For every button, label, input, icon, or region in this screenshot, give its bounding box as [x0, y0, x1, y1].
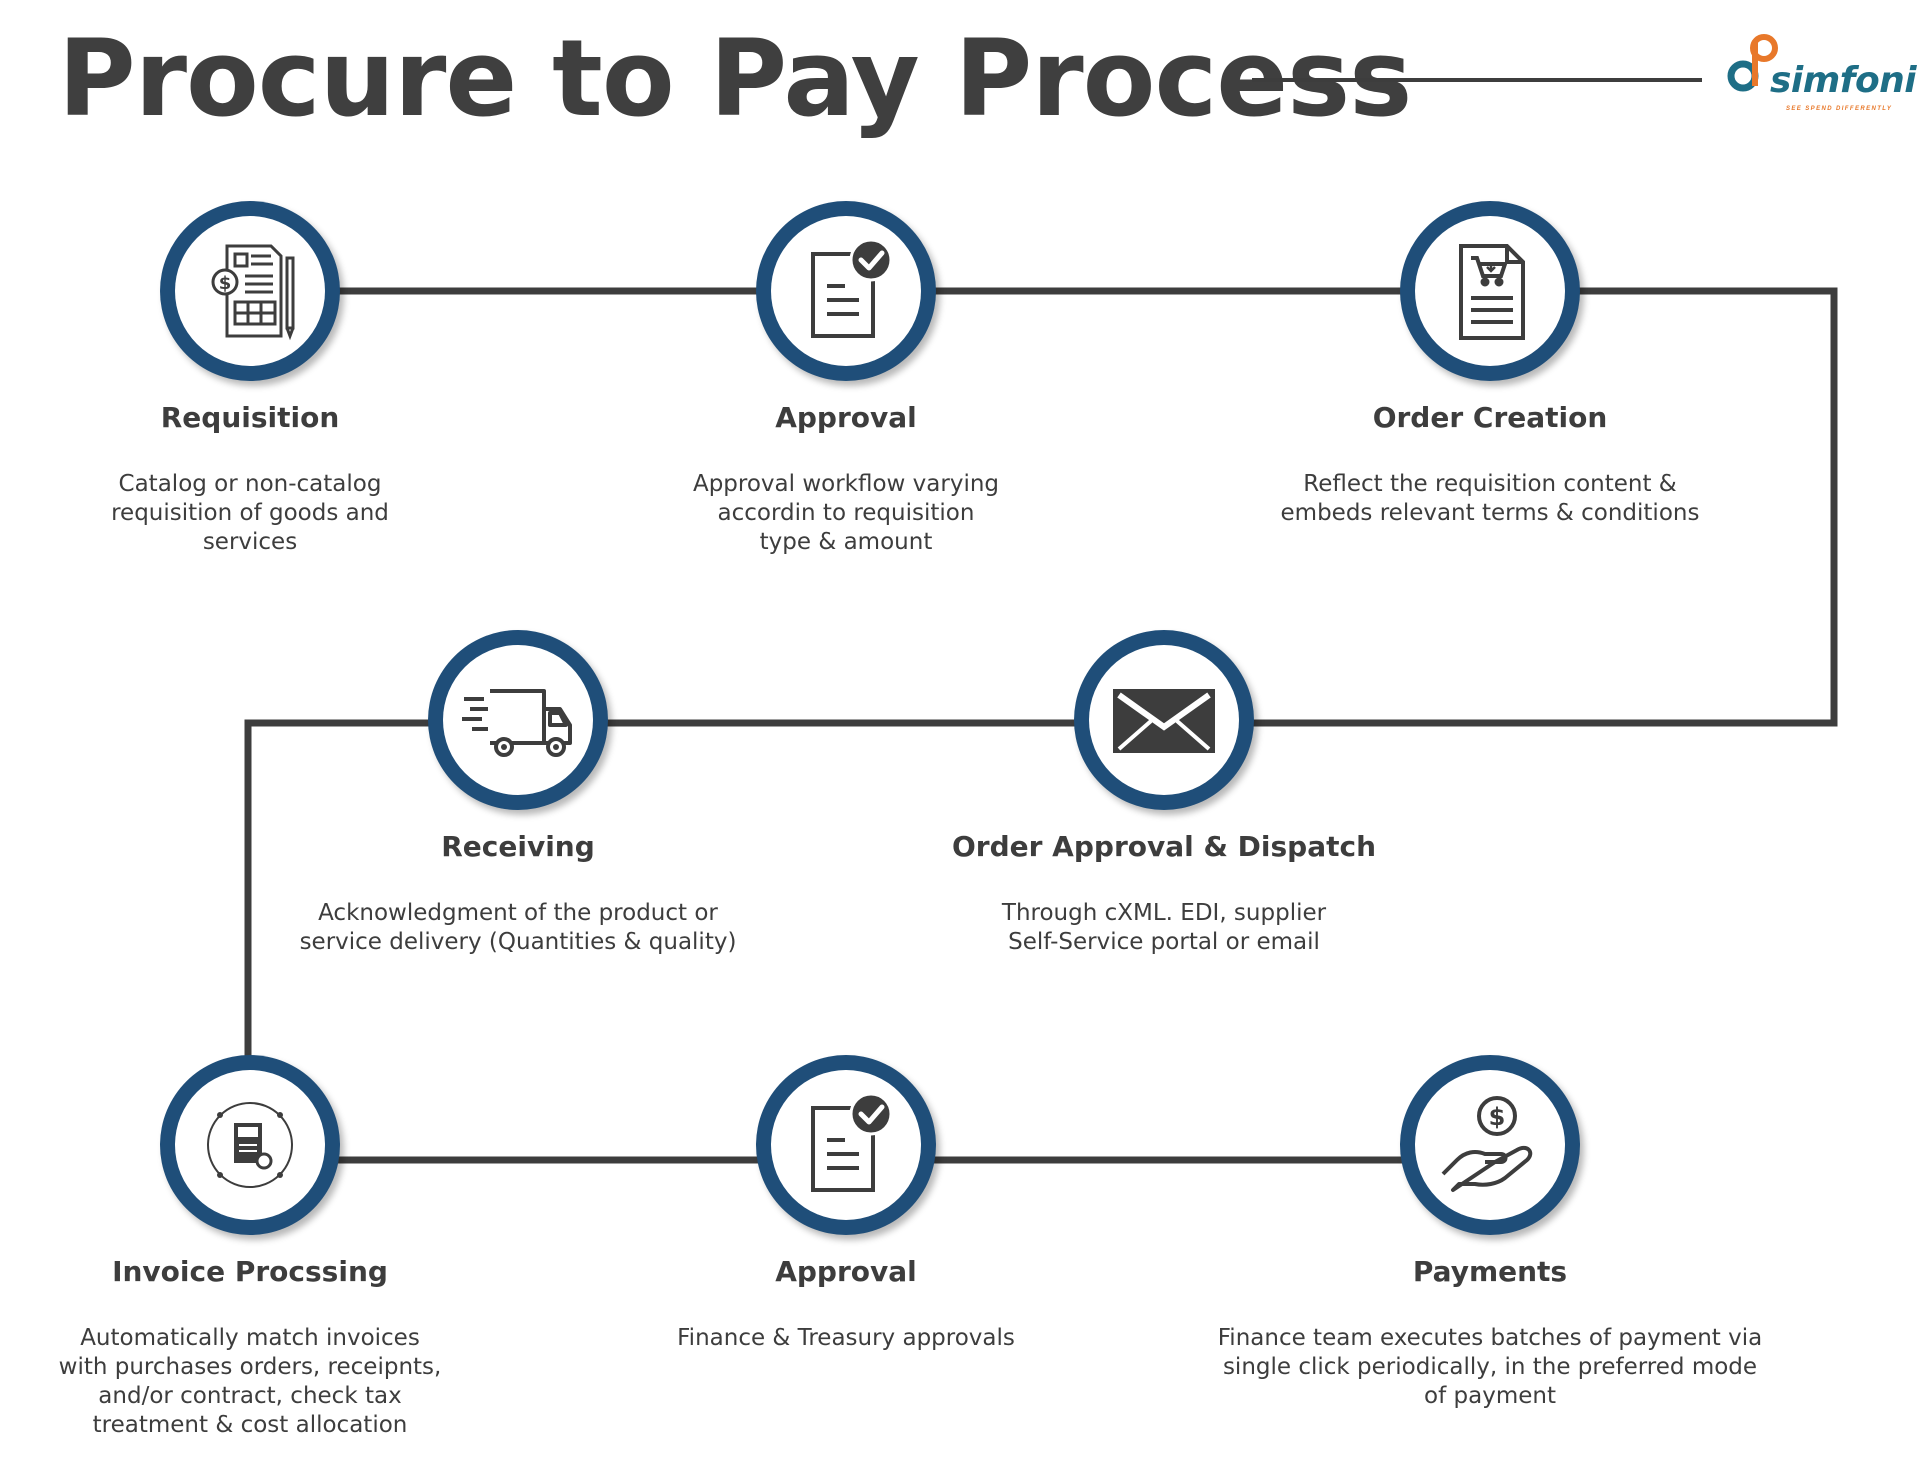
step-title-order-approval-dispatch: Order Approval & Dispatch [951, 830, 1377, 863]
approval-checklist-icon [811, 238, 893, 338]
step-node-order-creation [1400, 201, 1580, 381]
step-title-receiving: Receiving [441, 830, 595, 863]
step-description-requisition: Catalog or non-catalog requisition of go… [111, 471, 389, 555]
step-node-invoice-processing [160, 1055, 340, 1235]
step-description-approval-1: Approval workflow varying accordin to re… [692, 471, 1000, 555]
step-node-approval-1 [756, 201, 936, 381]
page-title: Procure to Pay Process [58, 17, 1412, 140]
step-description-payments: Finance team executes batches of payment… [1217, 1325, 1763, 1409]
step-description-receiving: Acknowledgment of the product or service… [299, 900, 737, 955]
step-node-requisition: $ [160, 201, 340, 381]
step-node-approval-2 [756, 1055, 936, 1235]
step-title-order-creation: Order Creation [1372, 401, 1608, 434]
simfoni-logo: simfoni SEE SPEND DIFFERENTLY [1726, 30, 1917, 112]
delivery-truck-icon [462, 689, 572, 757]
logo-tagline: SEE SPEND DIFFERENTLY [1786, 106, 1893, 112]
invoice-processing-icon [207, 1102, 293, 1188]
step-title-approval-2: Approval [775, 1255, 917, 1288]
step-title-approval-1: Approval [775, 401, 917, 434]
svg-text:$: $ [219, 273, 232, 294]
title-rule [1252, 78, 1702, 82]
order-cart-document-icon [1459, 244, 1525, 340]
step-description-approval-2: Finance & Treasury approvals [677, 1325, 1015, 1351]
step-description-order-creation: Reflect the requisition content & embeds… [1280, 471, 1700, 526]
step-node-payments: $ [1400, 1055, 1580, 1235]
simfoni-logo-mark-icon [1727, 34, 1778, 92]
payment-hand-icon: $ [1441, 1096, 1533, 1192]
logo-wordmark: simfoni [1770, 60, 1917, 101]
step-title-invoice-processing: Invoice Procssing [112, 1255, 388, 1288]
step-node-order-approval-dispatch [1074, 630, 1254, 810]
envelope-icon [1113, 689, 1215, 753]
step-title-payments: Payments [1412, 1255, 1568, 1288]
step-title-requisition: Requisition [160, 401, 340, 434]
step-description-order-approval-dispatch: Through cXML. EDI, supplier Self-Service… [1001, 900, 1327, 955]
step-node-receiving [428, 630, 608, 810]
svg-text:$: $ [1489, 1103, 1506, 1131]
step-description-invoice-processing: Automatically match invoices with purcha… [58, 1325, 442, 1438]
approval-checklist-icon [811, 1092, 893, 1192]
requisition-document-icon: $ [211, 244, 295, 341]
